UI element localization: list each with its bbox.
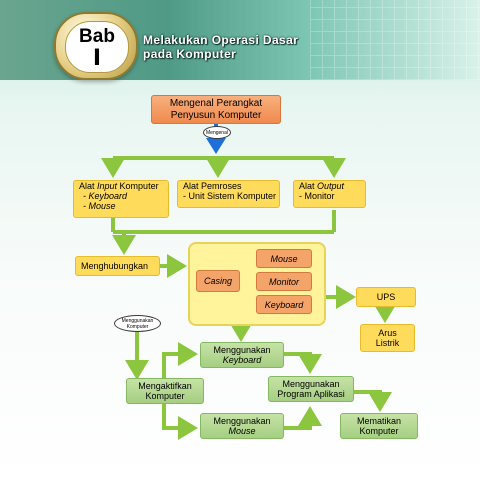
connect-box: Menghubungkan [75, 256, 160, 276]
power-line2: Listrik [375, 338, 400, 348]
chapter-header: Bab I Melakukan Operasi Dasar pada Kompu… [0, 0, 480, 80]
chapter-number: I [92, 46, 102, 71]
root-box: Mengenal Perangkat Penyusun Komputer [151, 95, 281, 124]
input-device-title: Alat Input Komputer [79, 181, 159, 191]
shutdown-line1: Mematikan [356, 416, 401, 426]
power-line1: Arus [378, 328, 397, 338]
use-keyboard-to-program [284, 352, 322, 374]
component-mouse-text: Mouse [270, 253, 298, 264]
chapter-title-line1: Melakukan Operasi Dasar [143, 33, 299, 47]
activate-to-use-mouse [162, 404, 198, 440]
use-keyboard-line2: Keyboard [222, 355, 262, 365]
component-keyboard-text: Keyboard [264, 299, 304, 310]
output-title-italic: Output [317, 181, 345, 191]
header-grid-decoration [310, 0, 480, 80]
use-program-line1: Menggunakan [282, 379, 340, 389]
shutdown-box: Mematikan Komputer [340, 413, 418, 439]
casing-box: Casing [196, 270, 240, 292]
processor-item: - Unit Sistem Komputer [183, 191, 277, 201]
input-item-keyboard: - Keyboard [79, 191, 127, 201]
shutdown-line2: Komputer [359, 426, 399, 436]
activate-computer-box: Mengaktifkan Komputer [126, 378, 204, 404]
input-device-box: Alat Input Komputer - Keyboard - Mouse [73, 180, 169, 218]
output-device-box: Alat Output - Monitor [293, 180, 366, 208]
input-title-prefix: Alat [79, 181, 98, 191]
use-keyboard-line1: Menggunakan [213, 345, 271, 355]
chapter-label: Bab [79, 26, 115, 47]
ups-box: UPS [356, 287, 416, 307]
activate-to-use-keyboard [162, 342, 198, 378]
activate-line1: Mengaktifkan [138, 381, 192, 391]
input-title-suffix: Komputer [117, 181, 159, 191]
activate-line2: Komputer [145, 391, 185, 401]
chapter-title-line2: pada Komputer [143, 47, 237, 61]
label-mengenal-text: Mengenal [206, 129, 228, 136]
component-monitor-text: Monitor [268, 276, 299, 287]
chapter-title: Melakukan Operasi Dasar pada Komputer [143, 33, 383, 61]
root-line2: Penyusun Komputer [170, 109, 262, 121]
label-mengenal: Mengenal [203, 126, 231, 139]
label-menggunakan-line1: Menggunakan [121, 317, 154, 324]
component-monitor: Monitor [256, 272, 312, 291]
component-keyboard: Keyboard [256, 295, 312, 314]
use-program-box: Menggunakan Program Aplikasi [268, 376, 354, 402]
connect-text: Menghubungkan [81, 261, 149, 271]
label-menggunakan-komputer: Menggunakan Komputer [114, 315, 161, 332]
output-item-monitor: - Monitor [299, 191, 335, 201]
input-item-mouse: - Mouse [79, 201, 116, 211]
chapter-badge-inner: Bab I [65, 21, 129, 73]
input-title-italic: Input [97, 181, 118, 191]
ups-text: UPS [376, 292, 396, 302]
use-mouse-to-program [284, 406, 322, 430]
use-mouse-box: Menggunakan Mouse [200, 413, 284, 439]
use-keyboard-box: Menggunakan Keyboard [200, 342, 284, 368]
chapter-badge: Bab I [54, 12, 138, 80]
output-device-title: Alat Output [299, 181, 344, 191]
use-program-line2: Program Aplikasi [277, 389, 345, 399]
input-item-keyboard-text: - Keyboard [83, 191, 128, 201]
use-mouse-line2: Mouse [228, 426, 256, 436]
component-mouse: Mouse [256, 249, 312, 268]
power-box: Arus Listrik [360, 324, 415, 352]
use-mouse-line1: Menggunakan [213, 416, 271, 426]
processor-box: Alat Pemroses - Unit Sistem Komputer [177, 180, 280, 208]
root-line1: Mengenal Perangkat [169, 97, 263, 109]
processor-title: Alat Pemroses [183, 181, 242, 191]
output-title-prefix: Alat [299, 181, 318, 191]
casing-text: Casing [203, 276, 232, 286]
input-item-mouse-text: - Mouse [83, 201, 116, 211]
label-menggunakan-line2: Komputer [126, 323, 149, 330]
